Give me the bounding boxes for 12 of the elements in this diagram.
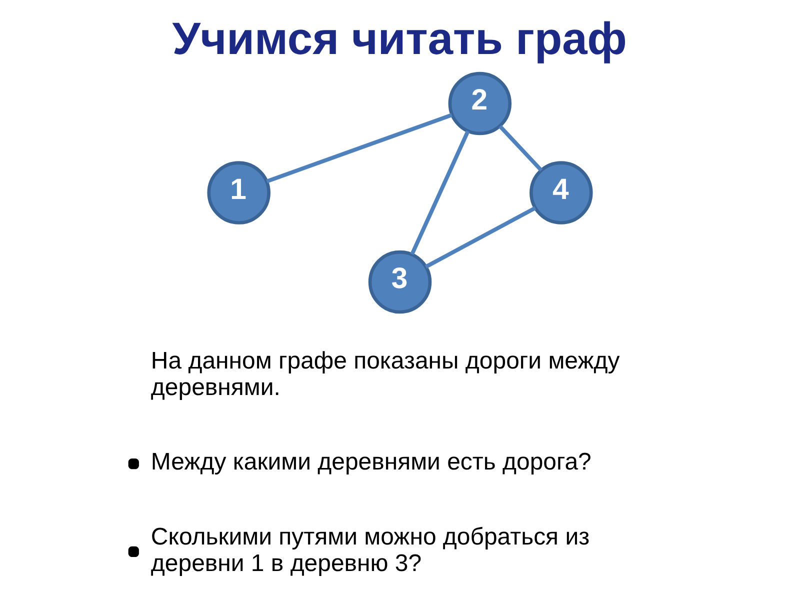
connector <box>498 124 543 172</box>
diagram-title: Учимся читать граф <box>172 12 627 64</box>
connector <box>266 113 452 184</box>
node-circle: 1 <box>207 161 270 224</box>
label: Между какими деревнями есть дорога? <box>150 448 592 476</box>
node-circle: 2 <box>448 72 512 136</box>
node-circle: 4 <box>530 161 593 224</box>
connector <box>424 206 536 269</box>
node-circle: 3 <box>368 250 432 314</box>
connector <box>410 130 470 256</box>
label: Сколькими путями можно добраться из деревни 1 в деревню 3? <box>150 523 590 577</box>
label: На данном графе показаны дороги между деревнями. <box>150 347 620 402</box>
